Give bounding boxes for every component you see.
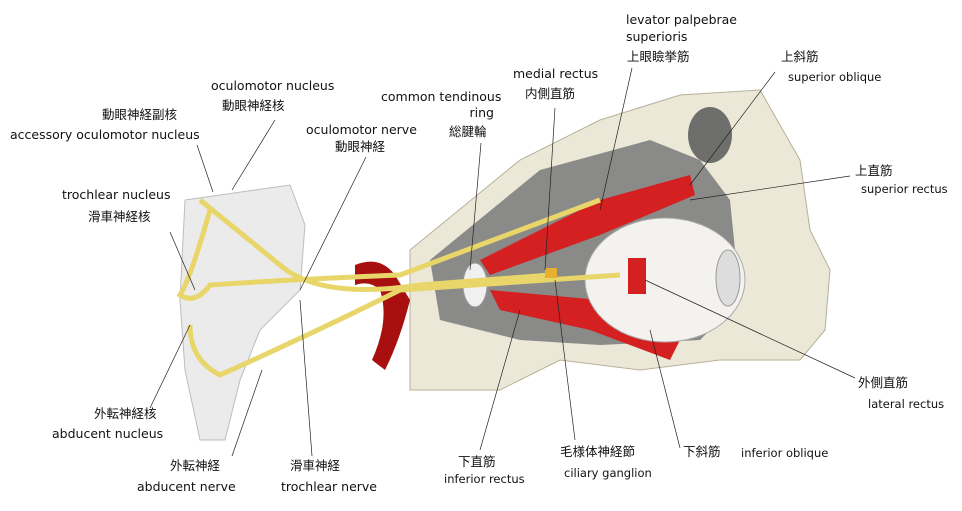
- ring-label-en-1: common tendinous: [381, 89, 502, 104]
- abducent-nerve-label-en: abducent nerve: [137, 479, 236, 494]
- superior-rectus-label-ja: 上直筋: [855, 163, 893, 178]
- trochlear-nerve: [176, 197, 601, 301]
- superior-oblique-label-en: superior oblique: [788, 70, 882, 84]
- leader-lines: [149, 67, 856, 457]
- nerves: [176, 197, 621, 378]
- abducent-nucleus-label-ja: 外転神経核: [94, 406, 157, 421]
- ciliary-ganglion-label-ja: 毛様体神経節: [560, 444, 636, 459]
- ring-label-ja: 総腱輪: [449, 124, 487, 139]
- inferior-rectus-label-ja: 下直筋: [458, 454, 496, 469]
- trochlear-nucleus-label-en: trochlear nucleus: [62, 187, 171, 202]
- abducent-nucleus-label-en: abducent nucleus: [52, 426, 164, 441]
- medial-rectus-label-ja: 内側直筋: [525, 86, 576, 101]
- lateral-rectus-muscle: [628, 258, 646, 294]
- lateral-rectus-label-ja: 外側直筋: [858, 375, 909, 390]
- accessory-nucleus-label-en: accessory oculomotor nucleus: [10, 127, 200, 142]
- accessory-nucleus-label-ja: 動眼神経副核: [102, 107, 178, 122]
- superior-muscles: [480, 175, 695, 275]
- ring-label-en-2: ring: [469, 105, 494, 120]
- oculomotor-nerve: [198, 198, 551, 292]
- inferior-oblique-label-ja: 下斜筋: [683, 444, 721, 459]
- oculomotor-nerve-label-ja: 動眼神経: [335, 139, 386, 154]
- ciliary-ganglion-label-en: ciliary ganglion: [564, 466, 652, 480]
- superior-rectus-label-en: superior rectus: [861, 182, 948, 196]
- abducent-nerve-label-ja: 外転神経: [170, 458, 221, 473]
- trochlear-nerve-label-ja: 滑車神経: [290, 458, 341, 473]
- levator-label-en-2: superioris: [626, 29, 688, 44]
- medial-rectus-label-en: medial rectus: [513, 66, 599, 81]
- superior-oblique-label-ja: 上斜筋: [781, 49, 819, 64]
- eyeball: [584, 217, 746, 343]
- levator-label-ja: 上眼瞼挙筋: [627, 49, 690, 64]
- oculomotor-nucleus-label-ja: 動眼神経核: [222, 98, 285, 113]
- inferior-rectus-label-en: inferior rectus: [444, 472, 525, 486]
- inferior-oblique-label-en: inferior oblique: [741, 446, 829, 460]
- levator-label-en-1: levator palpebrae: [626, 12, 737, 27]
- trochlear-nucleus-label-ja: 滑車神経核: [88, 209, 151, 224]
- cornea: [715, 249, 741, 307]
- oculomotor-nucleus-label-en: oculomotor nucleus: [211, 78, 335, 93]
- oculomotor-nerve-label-en: oculomotor nerve: [306, 122, 417, 137]
- trochlear-nerve-label-en: trochlear nerve: [281, 479, 377, 494]
- ciliary-ganglion: [545, 268, 557, 278]
- inferior-muscles: [490, 290, 680, 360]
- lateral-rectus-label-en: lateral rectus: [868, 397, 945, 411]
- brainstem: [179, 184, 306, 441]
- abducent-nerve: [187, 272, 621, 378]
- frontal-sinus: [688, 107, 732, 163]
